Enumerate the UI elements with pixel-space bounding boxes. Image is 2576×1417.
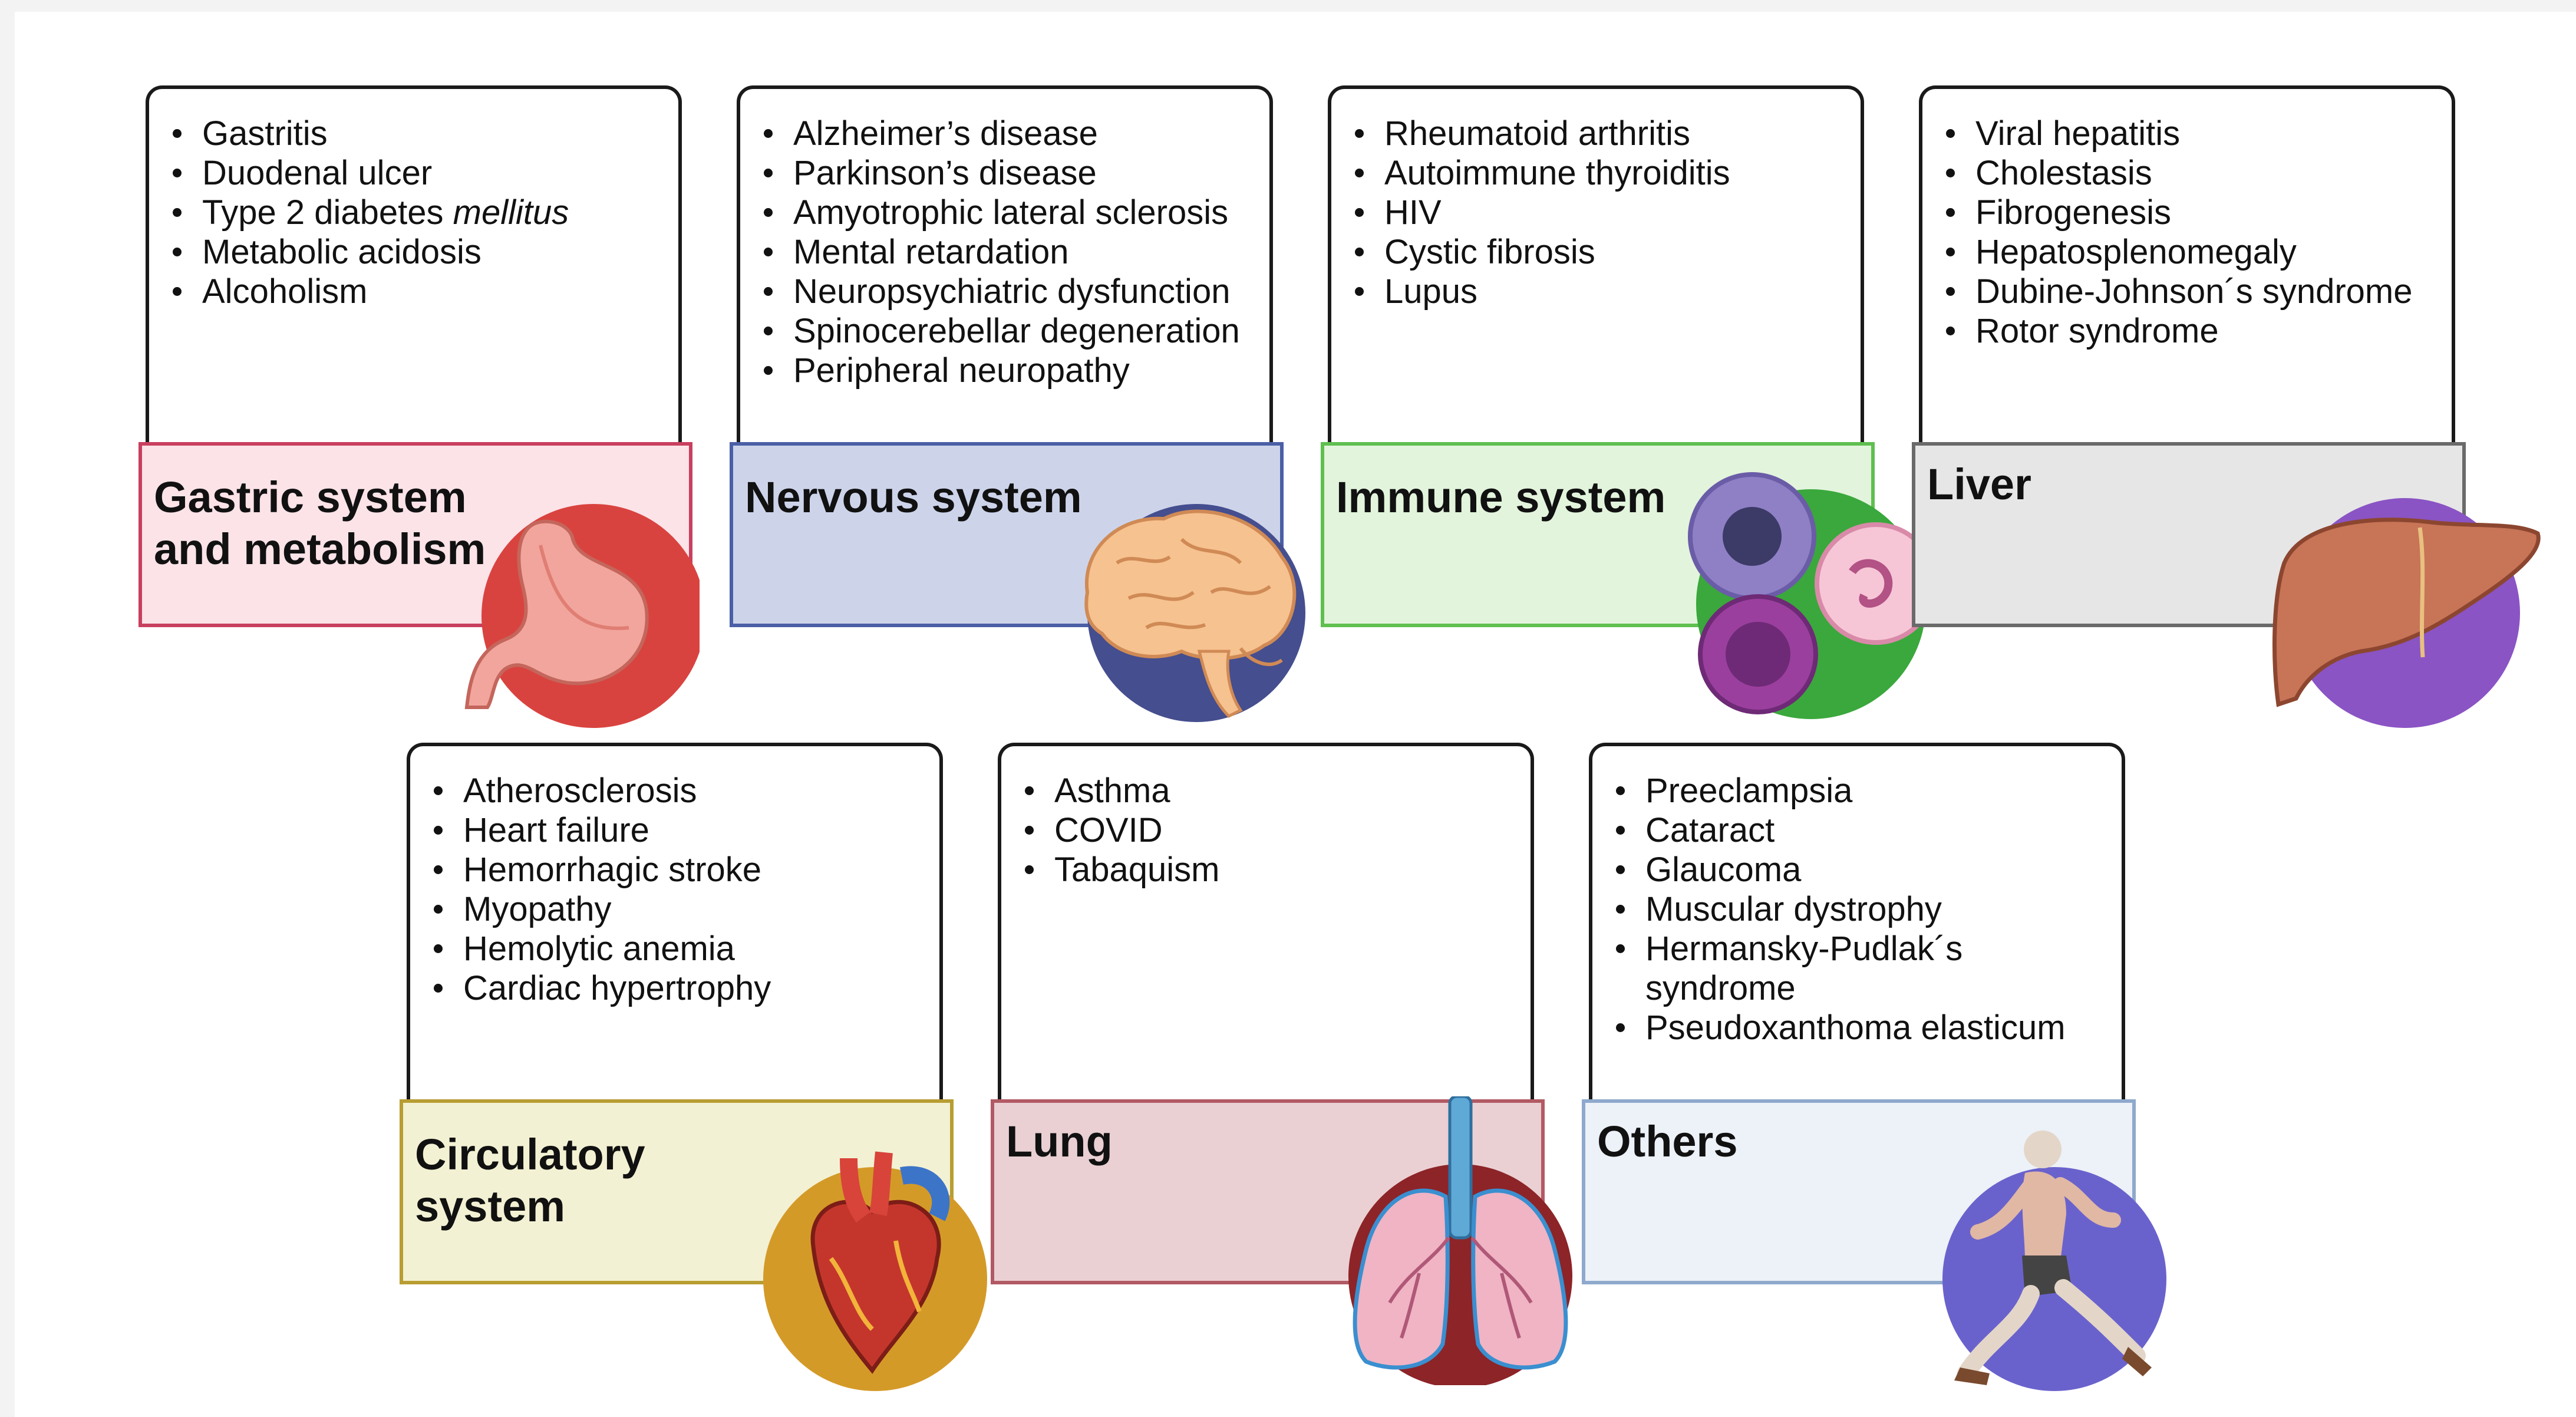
- list-item: Metabolic acidosis: [173, 232, 678, 272]
- list-item: Rotor syndrome: [1946, 311, 2452, 351]
- disease-list: Atherosclerosis Heart failure Hemorrhagi…: [410, 746, 939, 1008]
- list-item: Cystic fibrosis: [1355, 232, 1861, 272]
- disease-list: Rheumatoid arthritis Autoimmune thyroidi…: [1331, 89, 1861, 311]
- disease-list-box: Rheumatoid arthritis Autoimmune thyroidi…: [1328, 85, 1864, 445]
- system-title: Immune system: [1336, 473, 1666, 522]
- list-item: Alzheimer’s disease: [764, 114, 1269, 153]
- heart-icon: [760, 1135, 996, 1394]
- list-item: Cardiac hypertrophy: [434, 968, 939, 1008]
- list-item: Neuropsychiatric dysfunction: [764, 272, 1269, 311]
- list-item: Duodenal ulcer: [173, 153, 678, 193]
- disease-list-box: Preeclampsia Cataract Glaucoma Muscular …: [1589, 743, 2125, 1102]
- disease-list: Viral hepatitis Cholestasis Fibrogenesis…: [1922, 89, 2452, 351]
- list-item: Type 2 diabetes mellitus: [173, 193, 678, 232]
- list-item: Lupus: [1355, 272, 1861, 311]
- disease-list: Alzheimer’s disease Parkinson’s disease …: [740, 89, 1269, 390]
- list-item: Parkinson’s disease: [764, 153, 1269, 193]
- disease-list: Asthma COVID Tabaquism: [1001, 746, 1531, 889]
- system-title: Others: [1597, 1117, 1738, 1166]
- list-item: Rheumatoid arthritis: [1355, 114, 1861, 153]
- list-item: Alcoholism: [173, 272, 678, 311]
- immune-cells-icon: [1675, 466, 1935, 725]
- list-item: Cataract: [1616, 810, 2122, 850]
- list-item: Cholestasis: [1946, 153, 2452, 193]
- stomach-icon: [452, 492, 700, 728]
- list-item: Dubine-Johnson´s syndrome: [1946, 272, 2452, 311]
- disease-list-box: Asthma COVID Tabaquism: [998, 743, 1534, 1102]
- list-item: Heart failure: [434, 810, 939, 850]
- list-item: Hemolytic anemia: [434, 929, 939, 968]
- system-title: Gastric system and metabolism: [154, 473, 486, 574]
- brain-icon: [1064, 492, 1317, 728]
- list-item: Pseudoxanthoma elasticum: [1616, 1008, 2122, 1047]
- disease-list-box: Viral hepatitis Cholestasis Fibrogenesis…: [1919, 85, 2455, 445]
- list-item: Spinocerebellar degeneration: [764, 311, 1269, 351]
- liver-icon: [2267, 486, 2549, 728]
- disease-list-box: Gastritis Duodenal ulcer Type 2 diabetes…: [146, 85, 682, 445]
- list-item: Viral hepatitis: [1946, 114, 2452, 153]
- diagram-canvas: Gastritis Duodenal ulcer Type 2 diabetes…: [15, 12, 2576, 1417]
- system-title: Liver: [1927, 460, 2031, 509]
- system-title: Nervous system: [745, 473, 1082, 522]
- list-item: Autoimmune thyroiditis: [1355, 153, 1861, 193]
- list-item: Peripheral neuropathy: [764, 351, 1269, 390]
- runner-icon: [1937, 1120, 2172, 1397]
- list-item: Amyotrophic lateral sclerosis: [764, 193, 1269, 232]
- list-item: Hemorrhagic stroke: [434, 850, 939, 889]
- list-item: Gastritis: [173, 114, 678, 153]
- list-item: Asthma: [1025, 771, 1531, 810]
- system-label: Circulatory system: [400, 1099, 954, 1284]
- disease-list-box: Alzheimer’s disease Parkinson’s disease …: [737, 85, 1273, 445]
- disease-list: Preeclampsia Cataract Glaucoma Muscular …: [1592, 746, 2122, 1047]
- list-item: Mental retardation: [764, 232, 1269, 272]
- list-item: Tabaquism: [1025, 850, 1531, 889]
- lungs-icon: [1343, 1096, 1578, 1385]
- list-item: Glaucoma: [1616, 850, 2122, 889]
- list-item: Hermansky-Pudlak´s syndrome: [1616, 929, 2122, 1008]
- disease-list: Gastritis Duodenal ulcer Type 2 diabetes…: [149, 89, 678, 311]
- system-title: Lung: [1006, 1117, 1113, 1166]
- list-item: Hepatosplenomegaly: [1946, 232, 2452, 272]
- list-item: Preeclampsia: [1616, 771, 2122, 810]
- list-item: Fibrogenesis: [1946, 193, 2452, 232]
- list-item: Myopathy: [434, 889, 939, 929]
- disease-list-box: Atherosclerosis Heart failure Hemorrhagi…: [407, 743, 943, 1102]
- list-item: Muscular dystrophy: [1616, 889, 2122, 929]
- system-title: Circulatory system: [415, 1130, 645, 1231]
- list-item: COVID: [1025, 810, 1531, 850]
- list-item: HIV: [1355, 193, 1861, 232]
- list-item: Atherosclerosis: [434, 771, 939, 810]
